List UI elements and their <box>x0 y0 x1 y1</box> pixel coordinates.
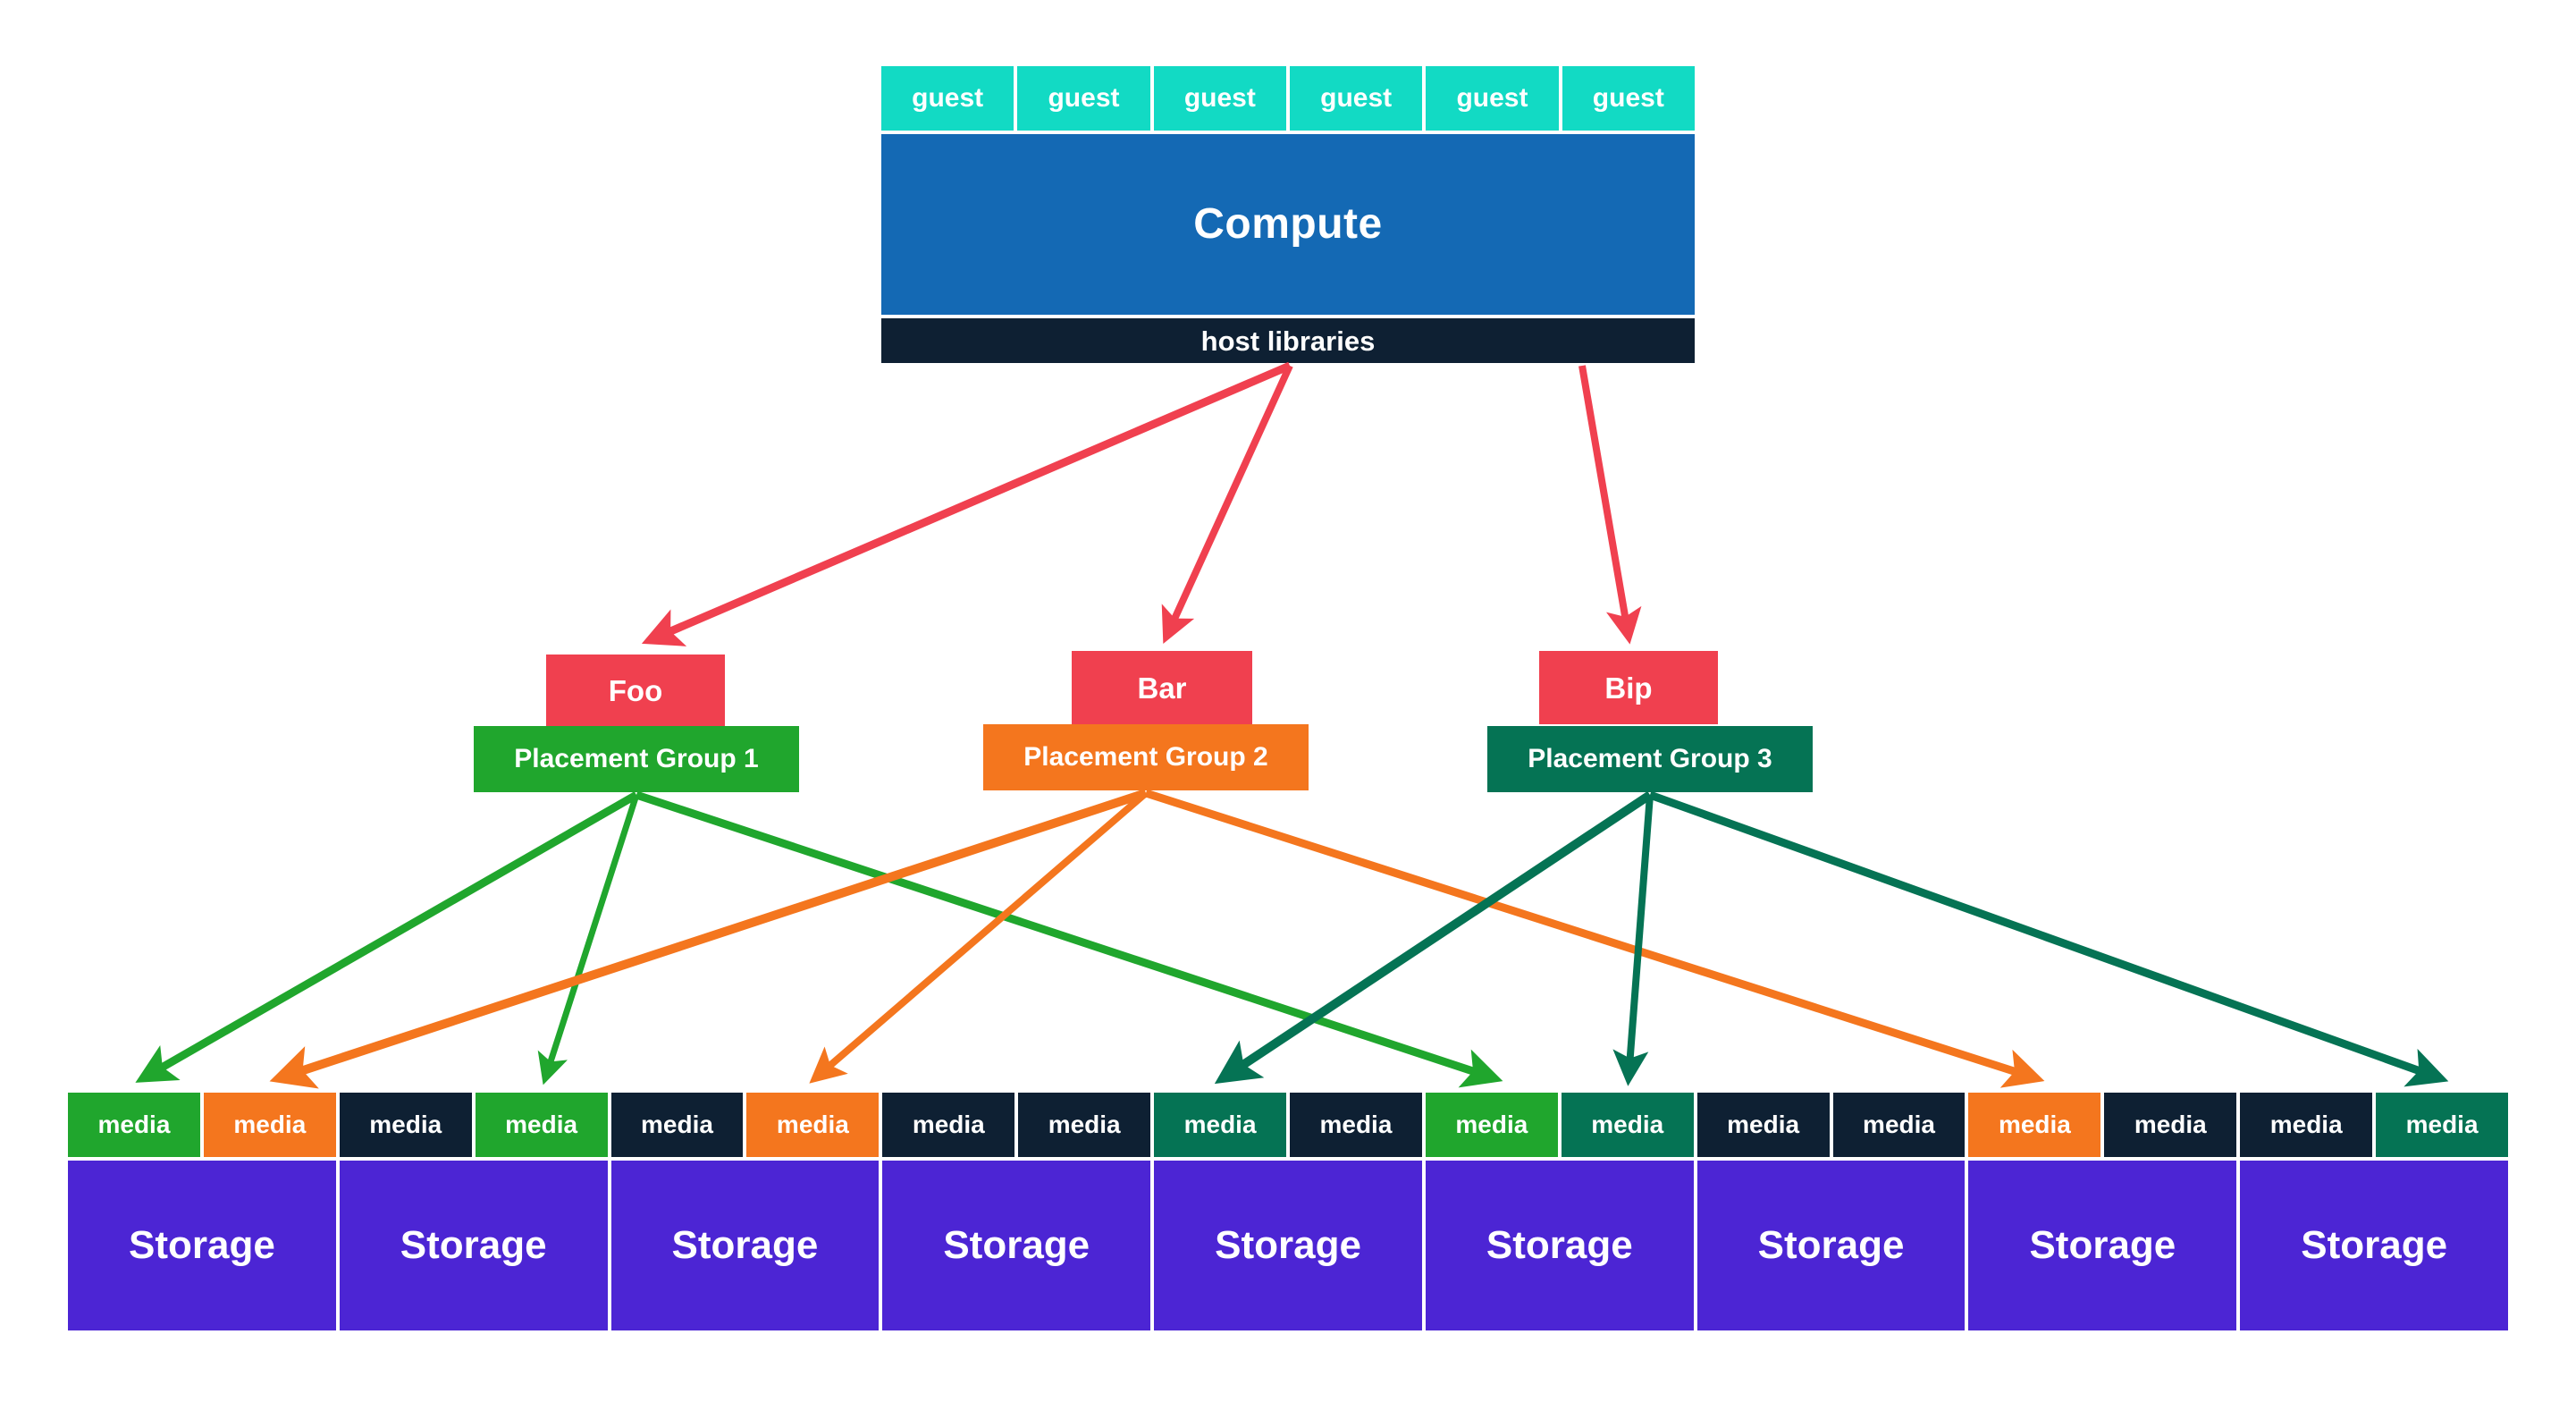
media-label: media <box>1998 1111 2071 1138</box>
media-cell: media <box>746 1093 880 1157</box>
guest-label: guest <box>1183 83 1256 113</box>
media-label: media <box>1183 1111 1257 1138</box>
arrow-group3-to-media18 <box>1648 790 2449 1087</box>
application-box-bar: Bar <box>1072 651 1252 724</box>
placement-group-label: Placement Group 1 <box>514 744 759 773</box>
placement-group-label: Placement Group 2 <box>1023 742 1268 772</box>
media-label: media <box>1048 1111 1121 1138</box>
storage-label: Storage <box>1757 1223 1905 1267</box>
guest-cell: guest <box>1153 66 1286 131</box>
storage-label: Storage <box>400 1223 547 1267</box>
arrow-host-to-bip <box>1578 365 1642 645</box>
media-cell: media <box>882 1093 1015 1157</box>
placement-group-box-2: Placement Group 2 <box>983 724 1309 790</box>
guest-row: guest guest guest guest guest guest <box>881 66 1695 131</box>
media-cell: media <box>1425 1093 1558 1157</box>
media-label: media <box>505 1111 578 1138</box>
storage-cell: Storage <box>1696 1161 1966 1330</box>
arrow-group1-to-media11 <box>635 790 1503 1088</box>
storage-cell: Storage <box>1425 1161 1694 1330</box>
media-cell: media <box>475 1093 608 1157</box>
guest-cell: guest <box>1562 66 1695 131</box>
guest-cell: guest <box>1426 66 1559 131</box>
media-label: media <box>2134 1111 2207 1138</box>
storage-label: Storage <box>128 1223 275 1267</box>
arrow-group2-to-media6 <box>809 790 1149 1084</box>
arrow-group3-to-media9 <box>1214 790 1653 1085</box>
storage-cell: Storage <box>1968 1161 2237 1330</box>
media-label: media <box>2405 1111 2479 1138</box>
media-label: media <box>1727 1111 1800 1138</box>
storage-label: Storage <box>1215 1223 1361 1267</box>
media-cell: media <box>1018 1093 1151 1157</box>
storage-cell: Storage <box>882 1161 1151 1330</box>
storage-label: Storage <box>2029 1223 2176 1267</box>
media-cell: media <box>1290 1093 1422 1157</box>
media-cell: media <box>203 1093 336 1157</box>
arrow-group2-to-media15 <box>1144 789 2045 1088</box>
host-libraries-label: host libraries <box>1200 325 1376 357</box>
media-cell: media <box>2376 1093 2509 1157</box>
placement-group-label: Placement Group 3 <box>1528 744 1772 773</box>
application-box-foo: Foo <box>546 655 725 726</box>
application-label: Bar <box>1137 671 1187 705</box>
media-label: media <box>97 1111 171 1138</box>
guest-label: guest <box>1592 83 1664 113</box>
media-label: media <box>1319 1111 1393 1138</box>
media-label: media <box>641 1111 713 1138</box>
compute-box: Compute <box>881 134 1695 315</box>
storage-cell: Storage <box>610 1161 880 1330</box>
media-cell: media <box>339 1093 472 1157</box>
media-cell: media <box>1696 1093 1830 1157</box>
arrow-group1-to-media1 <box>135 791 639 1083</box>
guest-cell: guest <box>881 66 1014 131</box>
storage-row: Storage Storage Storage Storage Storage … <box>68 1161 2509 1330</box>
host-libraries-box: host libraries <box>881 318 1695 363</box>
media-label: media <box>2269 1111 2343 1138</box>
media-cell: media <box>68 1093 200 1157</box>
arrow-group1-to-media4 <box>537 793 640 1085</box>
application-label: Bip <box>1604 671 1653 705</box>
media-cell: media <box>1832 1093 1966 1157</box>
media-cell: media <box>2240 1093 2373 1157</box>
media-cell: media <box>1968 1093 2101 1157</box>
storage-cell: Storage <box>339 1161 608 1330</box>
compute-label: Compute <box>1193 200 1383 248</box>
media-cell: media <box>1561 1093 1694 1157</box>
media-label: media <box>369 1111 442 1138</box>
media-label: media <box>1591 1111 1664 1138</box>
arrow-host-to-bar <box>1161 364 1293 645</box>
storage-cell: Storage <box>1154 1161 1422 1330</box>
placement-group-box-3: Placement Group 3 <box>1487 726 1813 792</box>
guest-label: guest <box>1048 83 1120 113</box>
application-label: Foo <box>608 673 663 707</box>
arrow-host-to-foo <box>641 361 1292 646</box>
media-label: media <box>233 1111 307 1138</box>
media-cell: media <box>2104 1093 2237 1157</box>
guest-cell: guest <box>1289 66 1423 131</box>
storage-label: Storage <box>671 1223 819 1267</box>
arrow-group2-to-media2 <box>269 789 1148 1089</box>
media-label: media <box>1455 1111 1528 1138</box>
storage-label: Storage <box>2301 1223 2448 1267</box>
application-box-bip: Bip <box>1539 651 1718 724</box>
media-label: media <box>1863 1111 1935 1138</box>
guest-label: guest <box>912 83 984 113</box>
media-row: media media media media media media medi… <box>68 1093 2509 1157</box>
media-cell: media <box>1154 1093 1287 1157</box>
guest-cell: guest <box>1017 66 1150 131</box>
storage-cell: Storage <box>68 1161 336 1330</box>
placement-group-box-1: Placement Group 1 <box>474 726 799 792</box>
storage-cell: Storage <box>2240 1161 2509 1330</box>
storage-label: Storage <box>1486 1223 1633 1267</box>
guest-label: guest <box>1456 83 1528 113</box>
arrow-group3-to-media12 <box>1612 794 1654 1086</box>
media-label: media <box>912 1111 985 1138</box>
storage-label: Storage <box>943 1223 1090 1267</box>
guest-label: guest <box>1320 83 1393 113</box>
media-label: media <box>776 1111 849 1138</box>
media-cell: media <box>610 1093 744 1157</box>
